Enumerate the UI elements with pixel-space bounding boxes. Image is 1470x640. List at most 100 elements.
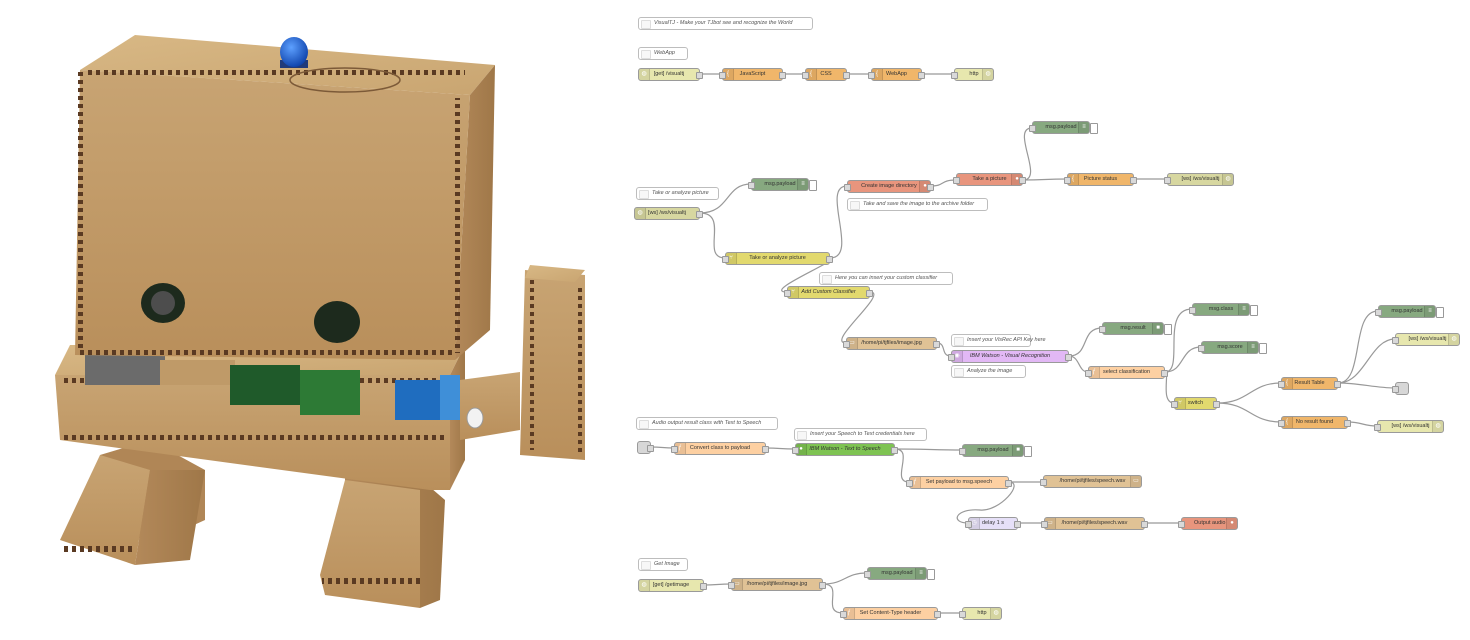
input-port[interactable] [1189,307,1196,314]
input-port[interactable] [1178,521,1185,528]
input-port[interactable] [959,611,966,618]
file-node-speech-2[interactable]: ▭ /home/pi/tjfiles/speech.wav [1041,517,1148,530]
comment-take-analyze[interactable]: Take or analyze picture [636,187,719,200]
watson-tts-node[interactable]: ● IBM Watson - Text to Speech [792,443,898,456]
file-node-speech-1[interactable]: /home/pi/tjfiles/speech.wav ▭ [1040,475,1142,488]
comment-api-key[interactable]: Insert your VisRec API Key here [951,334,1046,347]
output-port[interactable] [696,211,703,218]
output-port[interactable] [779,72,786,79]
input-port[interactable] [1171,401,1178,408]
input-port[interactable] [1085,370,1092,377]
output-port[interactable] [1065,354,1072,361]
debug-toggle[interactable] [927,569,935,580]
debug-toggle[interactable] [1250,305,1258,316]
comment-speech-credentials[interactable]: Insert your Speech to Text credentials h… [794,428,927,441]
ws-in-node-visualtj[interactable]: ◍ [ws] /ws/visualtj [634,207,703,220]
output-port[interactable] [918,72,925,79]
input-port[interactable] [1374,424,1381,431]
exec-node-create-dir[interactable]: Create image directory ● [844,180,934,193]
output-port[interactable] [866,290,873,297]
input-port[interactable] [1029,125,1036,132]
comment-save-archive[interactable]: Take and save the image to the archive f… [847,198,988,211]
output-port[interactable] [1130,177,1137,184]
input-port[interactable] [864,571,871,578]
output-port[interactable] [647,445,654,452]
switch-node-add-classifier[interactable]: ⑂ Add Custom Classifier [784,286,873,299]
input-port[interactable] [802,72,809,79]
function-node-convert-class[interactable]: ƒ Convert class to payload [671,442,769,455]
output-port[interactable] [1161,370,1168,377]
function-node-set-payload-speech[interactable]: ƒ Set payload to msg.speech [906,476,1012,489]
debug-toggle[interactable] [1436,307,1444,318]
input-port[interactable] [1164,177,1171,184]
function-node-set-content-type[interactable]: ƒ Set Content-Type header [840,607,941,620]
template-node-picture-status[interactable]: { Picture status [1064,173,1137,186]
ws-out-node-visualtj-1[interactable]: ◍ [ws] /ws/visualtj [1164,173,1234,186]
output-port[interactable] [933,341,940,348]
output-port[interactable] [1141,521,1148,528]
function-node-take-or-analyze[interactable]: ⑂ Take or analyze picture [722,252,833,265]
output-port[interactable] [843,72,850,79]
output-port[interactable] [700,583,707,590]
ws-out-node-visualtj-2[interactable]: ◍ [ws] /ws/visualtj [1392,333,1460,346]
http-in-node-visualtj[interactable]: ◍ [get] /visualtj [638,68,703,81]
output-port[interactable] [927,184,934,191]
debug-toggle[interactable] [1024,446,1032,457]
output-port[interactable] [1005,480,1012,487]
output-port[interactable] [1014,521,1021,528]
input-port[interactable] [953,177,960,184]
comment-get-image[interactable]: Get Image [638,558,688,571]
input-port[interactable] [951,72,958,79]
input-port[interactable] [792,447,799,454]
input-port[interactable] [1278,381,1285,388]
file-node-image-1[interactable]: ▭ /home/pi/tjfiles/image.jpg [843,337,940,350]
input-port[interactable] [948,354,955,361]
input-port[interactable] [719,72,726,79]
watson-visual-recognition-node[interactable]: ◉ IBM Watson - Visual Recognition [948,350,1072,363]
debug-node-payload-4[interactable]: ■ msg.payload [959,444,1032,457]
output-port[interactable] [1019,177,1026,184]
template-node-webapp[interactable]: { WebApp [868,68,925,81]
comment-analyze-image[interactable]: Analyze the image [951,365,1026,378]
output-port[interactable] [1334,381,1341,388]
input-port[interactable] [906,480,913,487]
debug-toggle[interactable] [809,180,817,191]
input-port[interactable] [722,256,729,263]
function-node-select-class[interactable]: ƒ select classification [1085,366,1168,379]
input-port[interactable] [728,582,735,589]
input-port[interactable] [1040,479,1047,486]
debug-node-payload-2[interactable]: ≡ msg.payload [1029,121,1098,134]
debug-toggle[interactable] [1090,123,1098,134]
comment-custom-classifier[interactable]: Here you can insert your custom classifi… [819,272,953,285]
input-port[interactable] [1064,177,1071,184]
http-response-node-2[interactable]: http ◍ [959,607,1002,620]
template-node-css[interactable]: { CSS [802,68,850,81]
output-port[interactable] [891,447,898,454]
comment-audio-output[interactable]: Audio output result class with Text to S… [636,417,778,430]
file-node-image-2[interactable]: ▭ /home/pi/tjfiles/image.jpg [728,578,826,591]
output-port[interactable] [696,72,703,79]
debug-node-class[interactable]: ≡ msg.class [1189,303,1258,316]
link-out-node[interactable] [1392,382,1409,395]
debug-node-payload-3[interactable]: ≡ msg.payload [1375,305,1444,318]
exec-node-take-picture[interactable]: Take a picture ● [953,173,1026,186]
output-port[interactable] [934,611,941,618]
debug-node-result[interactable]: ■ msg.result [1099,322,1172,335]
input-port[interactable] [843,341,850,348]
input-port[interactable] [1392,386,1399,393]
input-port[interactable] [844,184,851,191]
output-port[interactable] [826,256,833,263]
ws-out-node-visualtj-3[interactable]: ◍ [ws] /ws/visualtj [1374,420,1444,433]
template-node-result-table[interactable]: { Result Table [1278,377,1341,390]
input-port[interactable] [1278,420,1285,427]
output-port[interactable] [762,446,769,453]
input-port[interactable] [959,448,966,455]
output-port[interactable] [1213,401,1220,408]
input-port[interactable] [840,611,847,618]
input-port[interactable] [1375,309,1382,316]
comment-webapp[interactable]: WebApp [638,47,688,60]
debug-toggle[interactable] [1259,343,1267,354]
http-in-node-getimage[interactable]: ◍ [get] /getimage [638,579,707,592]
http-response-node-1[interactable]: ◍ http [951,68,994,81]
delay-node[interactable]: ◷ delay 1 s [965,517,1021,530]
